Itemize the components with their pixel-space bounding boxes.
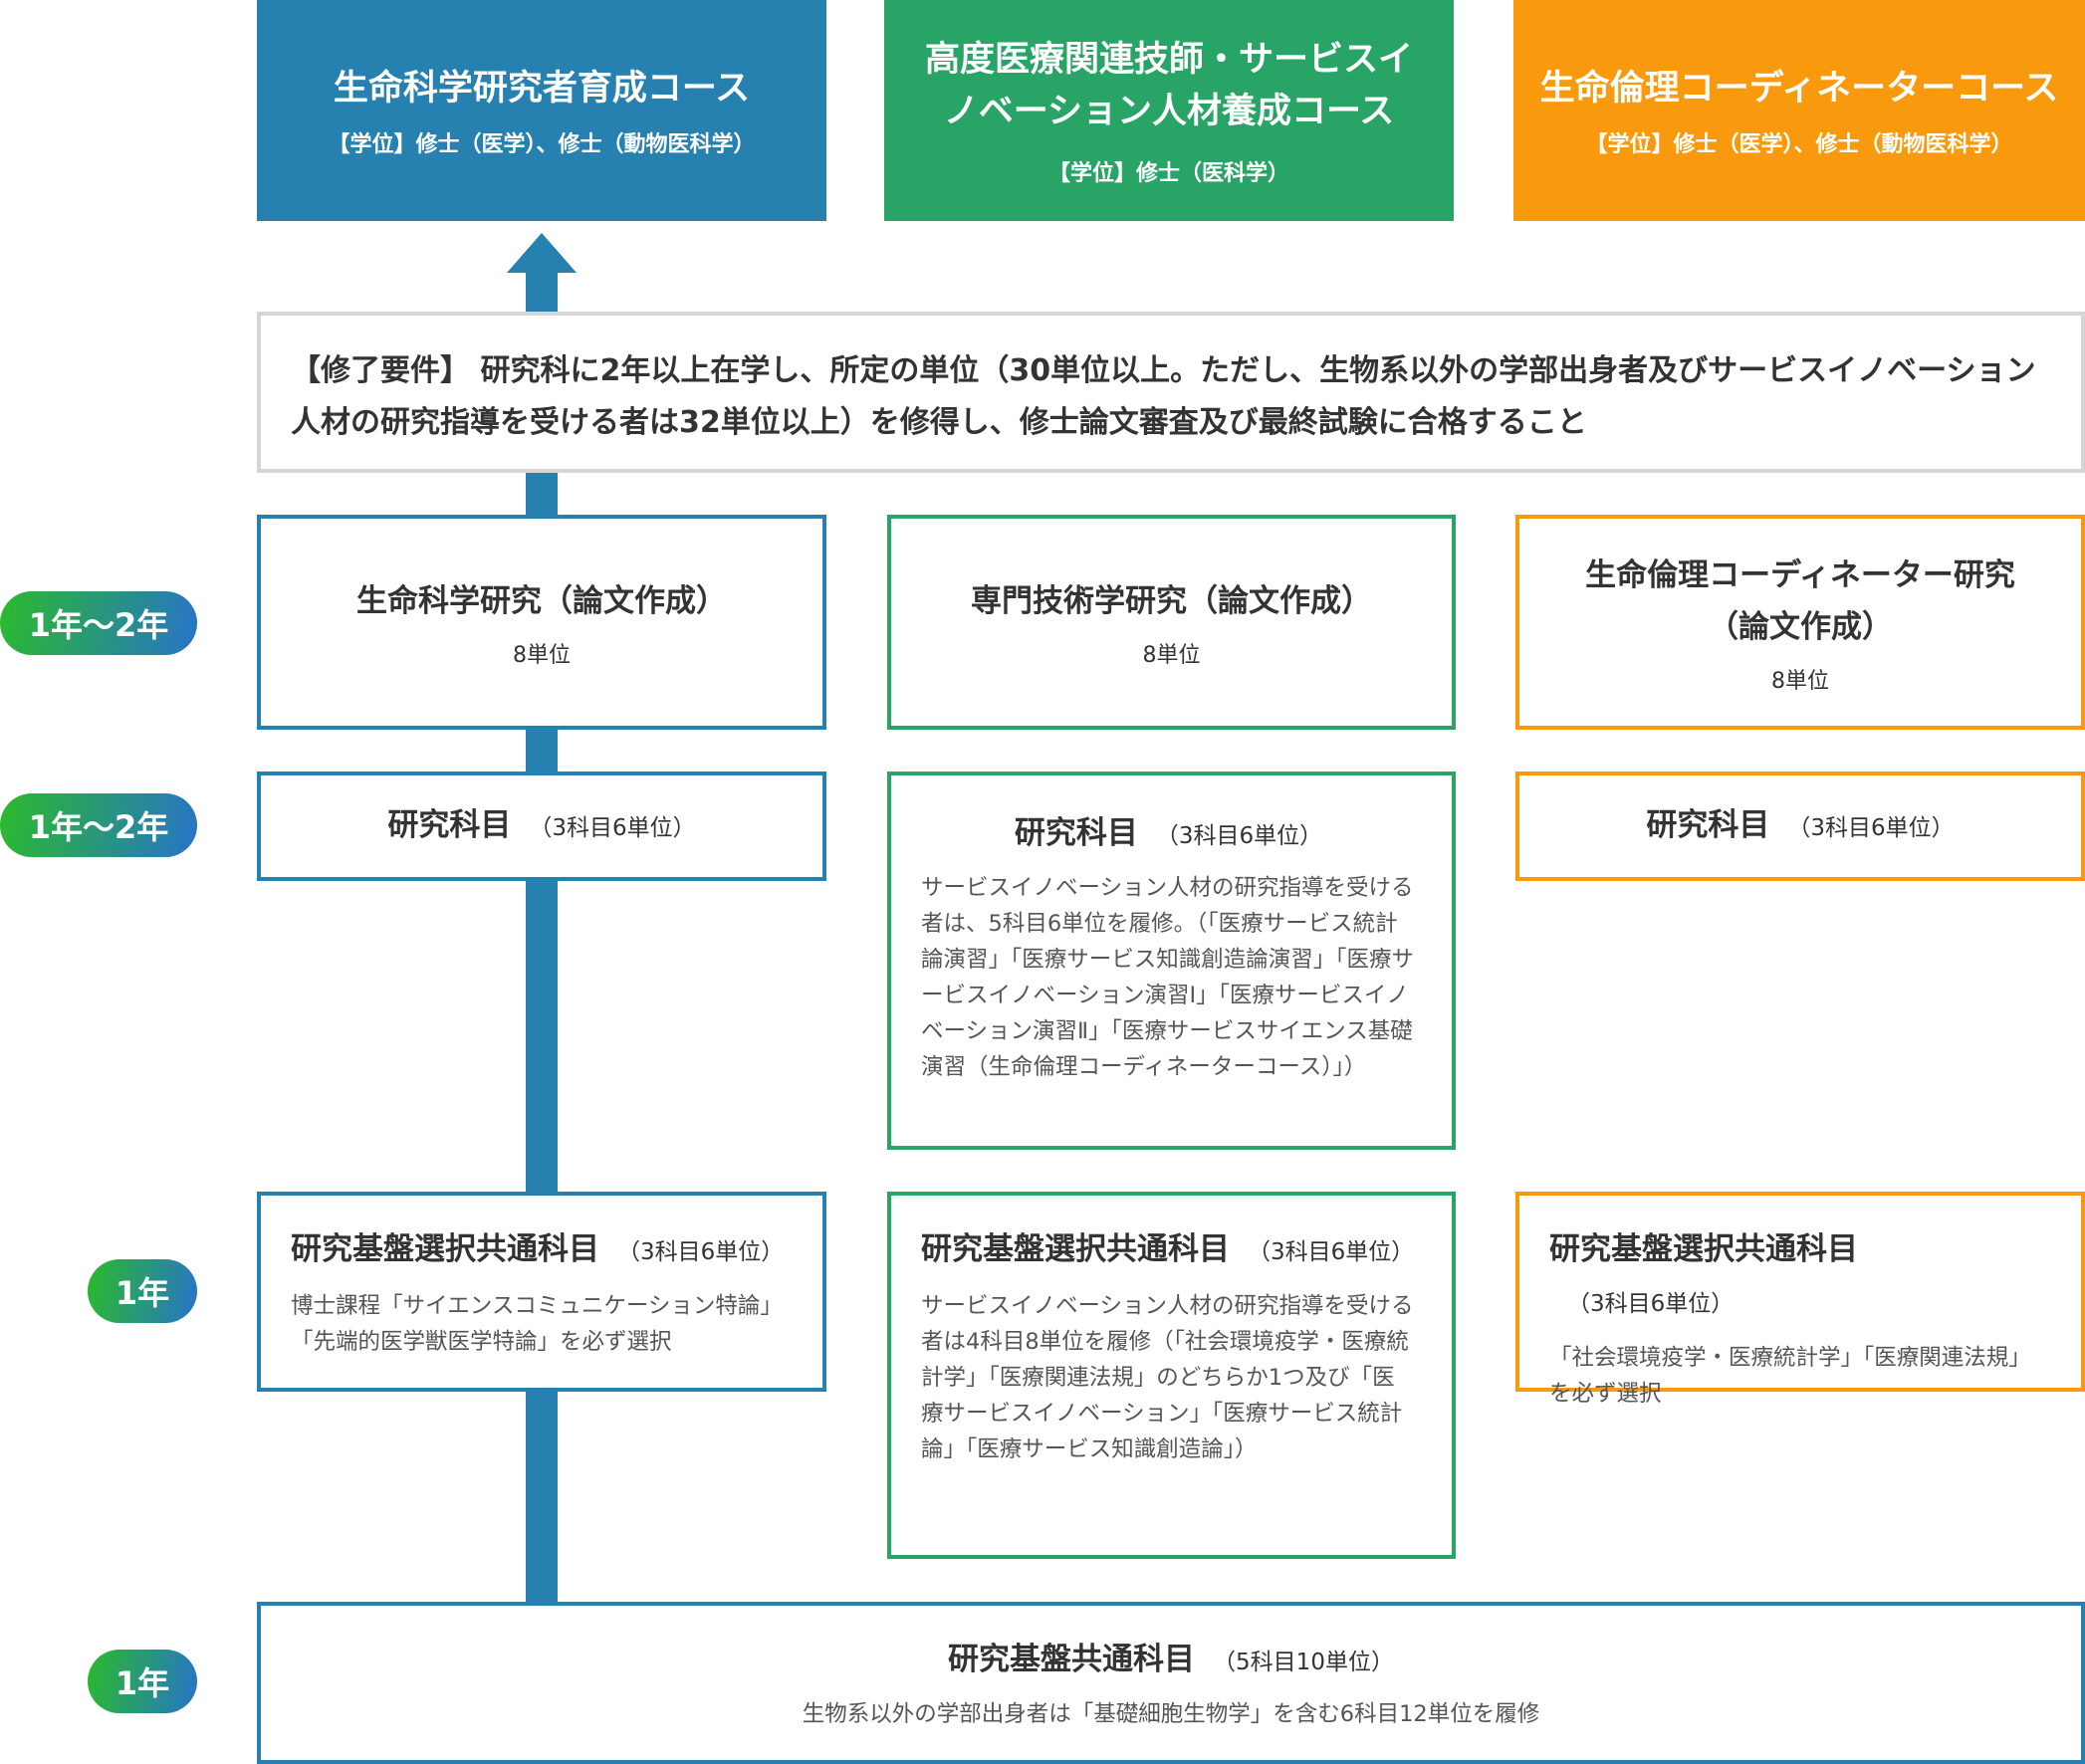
requirement-text: 【修了要件】 研究科に2年以上在学し、所定の単位（30単位以上。ただし、生物系以… xyxy=(291,353,2036,440)
box-title: 生命倫理コーディネーター研究（論文作成） xyxy=(1585,557,2015,645)
course-life-science: 生命科学研究者育成コース 【学位】修士（医学）、修士（動物医科学） xyxy=(257,0,826,221)
box-note: 「社会環境疫学・医療統計学」「医療関連法規」を必ず選択 xyxy=(1549,1345,2031,1407)
course-title: 生命科学研究者育成コース xyxy=(333,69,751,109)
year-badge: 1年 xyxy=(88,1650,197,1713)
box-units: 8単位 xyxy=(513,643,571,668)
elective-box: 研究基盤選択共通科目 （3科目6単位） 「社会環境疫学・医療統計学」「医療関連法規… xyxy=(1515,1192,2085,1407)
box-title: 生命科学研究（論文作成） xyxy=(356,583,727,619)
box-units: （3科目6単位） xyxy=(617,1239,785,1265)
thesis-box: 生命倫理コーディネーター研究（論文作成） 8単位 xyxy=(1515,515,2085,730)
box-title: 研究基盤選択共通科目 xyxy=(291,1231,599,1267)
research-box: 研究科目 （3科目6単位） xyxy=(1515,772,2085,881)
box-units: （3科目6単位） xyxy=(1787,814,1955,841)
box-title: 研究科目 xyxy=(1646,806,1770,843)
research-box: 研究科目 （3科目6単位） xyxy=(257,772,826,881)
box-units: （3科目6単位） xyxy=(529,814,696,841)
thesis-box: 生命科学研究（論文作成） 8単位 xyxy=(257,515,826,730)
box-title: 研究科目 xyxy=(387,806,512,843)
box-title: 研究基盤選択共通科目 xyxy=(921,1231,1230,1267)
year-badge: 1年 xyxy=(88,1259,197,1323)
year-badge: 1年〜2年 xyxy=(0,591,197,655)
year-badge: 1年〜2年 xyxy=(0,793,197,857)
course-degree: 【学位】修士（医学）、修士（動物医科学） xyxy=(328,132,756,157)
elective-box: 研究基盤選択共通科目 （3科目6単位） 博士課程「サイエンスコミュニケーション特論… xyxy=(257,1192,826,1392)
elective-box: 研究基盤選択共通科目 （3科目6単位） サービスイノベーション人材の研究指導を受け… xyxy=(887,1192,1456,1559)
box-units: （3科目6単位） xyxy=(1155,823,1323,849)
box-note: サービスイノベーション人材の研究指導を受ける者は4科目8単位を履修（「社会環境疫… xyxy=(921,1293,1414,1462)
box-note: 博士課程「サイエンスコミュニケーション特論」「先端的医学獣医学特論」を必ず選択 xyxy=(291,1293,783,1355)
box-note: サービスイノベーション人材の研究指導を受ける者は、5科目6単位を履修。（「医療サ… xyxy=(921,875,1415,1080)
completion-requirement: 【修了要件】 研究科に2年以上在学し、所定の単位（30単位以上。ただし、生物系以… xyxy=(257,312,2085,473)
box-units: （5科目10単位） xyxy=(1213,1650,1394,1675)
box-note: 生物系以外の学部出身者は「基礎細胞生物学」を含む6科目12単位を履修 xyxy=(802,1701,1540,1727)
course-bioethics: 生命倫理コーディネーターコース 【学位】修士（医学）、修士（動物医科学） xyxy=(1513,0,2085,221)
box-units: （3科目6単位） xyxy=(1248,1239,1415,1265)
box-title: 研究科目 xyxy=(1014,815,1138,851)
box-title: 専門技術学研究（論文作成） xyxy=(971,583,1372,619)
common-box: 研究基盤共通科目 （5科目10単位） 生物系以外の学部出身者は「基礎細胞生物学」を… xyxy=(257,1602,2085,1764)
box-units: 8単位 xyxy=(1771,669,1829,694)
course-degree: 【学位】修士（医学）、修士（動物医科学） xyxy=(1585,132,2013,157)
box-units: 8単位 xyxy=(1142,643,1201,668)
thesis-box: 専門技術学研究（論文作成） 8単位 xyxy=(887,515,1456,730)
course-title: 生命倫理コーディネーターコース xyxy=(1539,69,2059,109)
box-title: 研究基盤共通科目 xyxy=(948,1642,1196,1677)
course-degree: 【学位】修士（医科学） xyxy=(1047,161,1289,186)
research-box: 研究科目 （3科目6単位） サービスイノベーション人材の研究指導を受ける者は、5科… xyxy=(887,772,1456,1150)
box-title: 研究基盤選択共通科目 xyxy=(1549,1231,1858,1267)
arrow-up-icon xyxy=(507,233,577,273)
course-medical-tech: 高度医療関連技師・サービスイノベーション人材養成コース 【学位】修士（医科学） xyxy=(884,0,1454,221)
box-units: （3科目6単位） xyxy=(1567,1291,1735,1317)
course-title: 高度医療関連技師・サービスイノベーション人材養成コース xyxy=(924,40,1413,131)
